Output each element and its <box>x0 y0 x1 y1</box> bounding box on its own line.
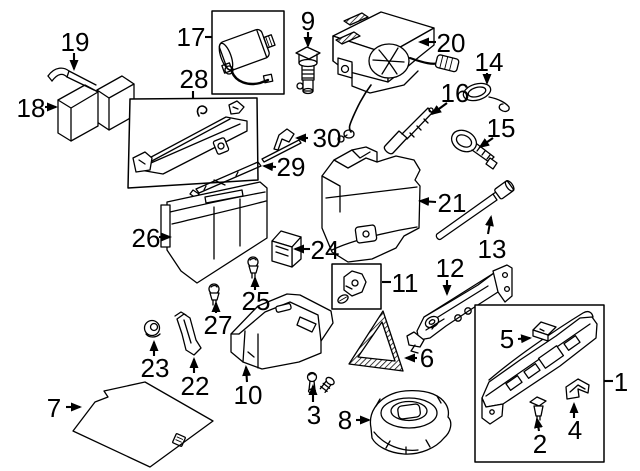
callout-28-label: 28 <box>180 64 209 94</box>
callout-26-label: 26 <box>132 223 161 253</box>
callout-labels: 1 2 3 4 5 6 7 8 9 10 11 12 13 14 15 16 1… <box>17 6 629 459</box>
callout-27-label: 27 <box>204 310 233 340</box>
callout-20-label: 20 <box>437 28 466 58</box>
leader-21 <box>418 197 437 207</box>
leader-5 <box>517 334 532 344</box>
callout-23-label: 23 <box>141 353 170 383</box>
part-z-bracket-illustration <box>565 378 590 400</box>
part-kit-with-strap-illustration <box>47 67 135 142</box>
leader-13 <box>485 215 494 235</box>
callout-24-label: 24 <box>311 235 340 265</box>
callout-15-label: 15 <box>487 113 516 143</box>
part-storage-cover-illustration <box>230 293 334 370</box>
part-rear-trim-panel-illustration <box>160 181 268 284</box>
part-seal-ring-illustration <box>462 82 510 113</box>
part-push-clip-illustration <box>529 396 547 421</box>
part-valve-illustration <box>295 46 321 95</box>
part-wedge-bracket-illustration <box>331 263 382 310</box>
callout-30-label: 30 <box>313 123 342 153</box>
part-fastener-pair-illustration <box>306 371 335 394</box>
leader-29 <box>262 162 277 172</box>
callout-19-label: 19 <box>61 27 90 57</box>
callout-29-label: 29 <box>277 152 306 182</box>
callout-14-label: 14 <box>475 47 504 77</box>
part-warning-triangle-illustration <box>348 310 404 372</box>
leader-16 <box>430 102 448 116</box>
part-jack-illustration <box>406 264 513 354</box>
callout-5-label: 5 <box>500 324 514 354</box>
part-side-trim-panel-illustration <box>321 146 421 263</box>
leader-2 <box>534 417 543 432</box>
callout-4-label: 4 <box>568 415 582 445</box>
part-trunk-mat-illustration <box>72 381 214 468</box>
callout-21-label: 21 <box>438 188 467 218</box>
part-sealant-canister-illustration <box>211 10 285 95</box>
callout-8-label: 8 <box>338 405 352 435</box>
callout-9-label: 9 <box>301 6 315 36</box>
callout-3-label: 3 <box>307 400 321 430</box>
part-clip-25-illustration <box>247 256 259 279</box>
callout-11-label: 11 <box>392 268 419 298</box>
part-rear-sill-plate-illustration <box>474 304 605 463</box>
leader-10 <box>242 365 252 383</box>
callout-1-label: 1 <box>614 367 628 397</box>
part-retainer-clip-30-illustration <box>261 128 302 163</box>
callout-12-label: 12 <box>436 253 465 283</box>
callout-leaders <box>45 32 613 432</box>
callout-6-label: 6 <box>420 343 434 373</box>
part-grommet-illustration <box>143 319 161 338</box>
callout-22-label: 22 <box>181 371 210 401</box>
part-foam-ring-illustration <box>369 389 452 455</box>
callout-17-label: 17 <box>177 22 206 52</box>
part-wrench-rod-illustration <box>435 180 515 241</box>
callout-25-label: 25 <box>242 286 271 316</box>
callout-13-label: 13 <box>478 234 507 264</box>
part-clip-27-illustration <box>208 283 220 306</box>
leader-15 <box>478 137 494 149</box>
callout-2-label: 2 <box>533 429 547 459</box>
callout-7-label: 7 <box>47 393 61 423</box>
callout-18-label: 18 <box>17 93 46 123</box>
part-upper-sill-trim-illustration <box>127 97 259 189</box>
callout-10-label: 10 <box>234 380 263 410</box>
part-tool-pin-illustration <box>383 107 434 155</box>
callout-16-label: 16 <box>441 78 470 108</box>
part-hook-bracket-illustration <box>174 311 202 356</box>
